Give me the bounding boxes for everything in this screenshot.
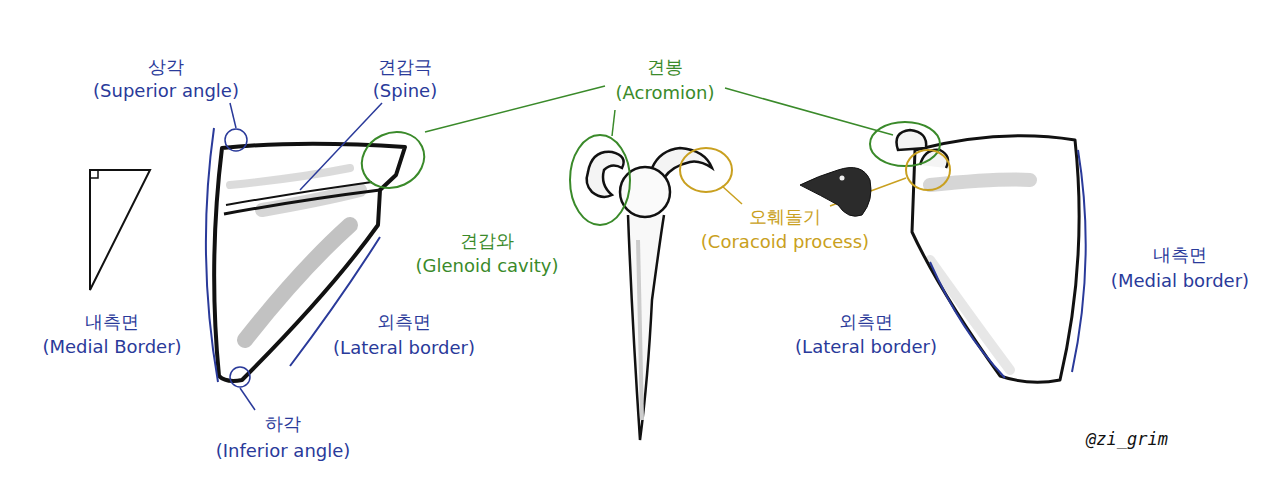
part-label: (Inferior angle) <box>216 441 351 462</box>
part-label: 내측면 <box>85 312 139 333</box>
part-label: (Coracoid process) <box>701 232 869 253</box>
part-label: (Glenoid cavity) <box>416 256 559 277</box>
part-label: 외측면 <box>839 312 893 333</box>
part-label: 내측면 <box>1153 245 1207 266</box>
part-label: (Medial border) <box>1111 271 1249 292</box>
part-label: 견갑극 <box>378 57 432 78</box>
part-label: (Spine) <box>373 81 437 102</box>
part-label: (Superior angle) <box>93 81 239 102</box>
watermark: @zi_grim <box>1086 430 1168 450</box>
part-label: 외측면 <box>377 312 431 333</box>
scapula-posterior <box>206 103 434 410</box>
part-label: 하각 <box>265 414 301 435</box>
part-label: 오훼돌기 <box>749 207 821 228</box>
part-label: (Acromion) <box>616 83 715 104</box>
part-label: (Medial Border) <box>42 337 181 358</box>
part-label: 견갑와 <box>460 231 514 252</box>
part-label: (Lateral border) <box>333 338 475 359</box>
triangle-icon <box>90 170 150 290</box>
part-label: 견봉 <box>647 57 683 78</box>
part-label: 상각 <box>148 57 184 78</box>
part-label: (Lateral border) <box>795 337 937 358</box>
